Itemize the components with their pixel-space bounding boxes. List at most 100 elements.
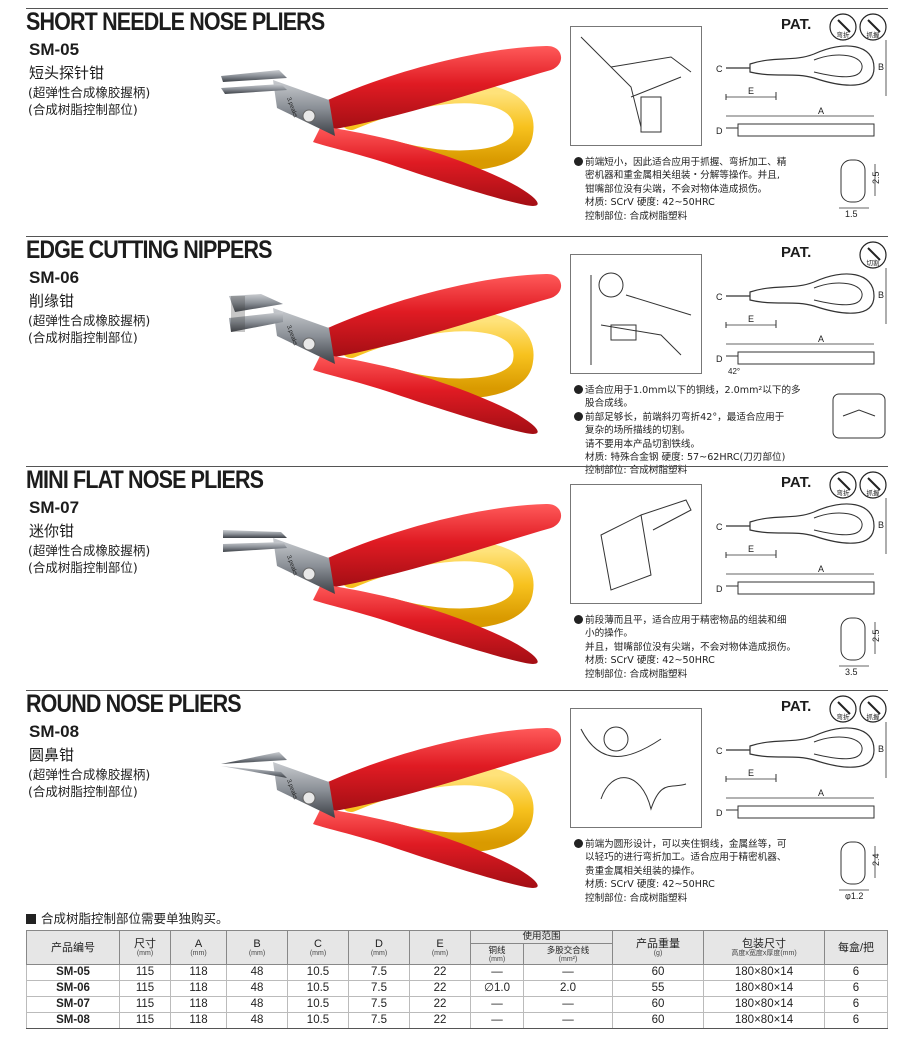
th-c: C(mm) — [287, 930, 349, 965]
table-cell: — — [470, 996, 524, 1013]
desc-line: 钳嘴部位没有尖端，不会对物体造成损伤。 — [585, 183, 768, 195]
patent-mark: PAT. — [781, 244, 812, 261]
usage-illustration — [570, 26, 702, 146]
table-cell: — — [523, 1012, 613, 1029]
feature-label: 弯折 — [837, 712, 851, 721]
table-cell: 6 — [824, 964, 888, 981]
dim-e-label: E — [748, 768, 754, 778]
dim-b-label: B — [878, 290, 884, 300]
tip-detail-diagram: 2.4 φ1.2 — [831, 838, 887, 901]
dim-b-label: B — [878, 744, 884, 754]
desc-line: 小的操作。 — [585, 628, 633, 640]
table-cell: 118 — [170, 996, 227, 1013]
table-cell: 2.0 — [523, 980, 613, 997]
table-cell: 6 — [824, 1012, 888, 1029]
bullet-icon — [574, 411, 583, 421]
feature-label: 抓握 — [867, 488, 881, 497]
desc-line: 前部足够长，前端斜刃弯折42°，最适合应用于 — [574, 411, 826, 424]
purchase-note: 合成树脂控制部位需要单独购买。 — [26, 908, 229, 927]
desc-line: 控制部位: 合成树脂塑料 — [585, 668, 688, 680]
th-e: E(mm) — [409, 930, 471, 965]
table-cell: 48 — [226, 996, 288, 1013]
material-note-2: (合成树脂控制部位) — [28, 560, 138, 575]
desc-line: 股合成线。 — [585, 398, 633, 410]
dim-a-label: A — [818, 334, 824, 344]
table-cell: 22 — [409, 996, 471, 1013]
product-section-sm-08: ROUND NOSE PLIERS SM-08 圆鼻钳 (超弹性合成橡胶握柄) … — [26, 690, 888, 910]
dim-d-label: D — [716, 126, 723, 136]
square-bullet-icon — [26, 914, 36, 924]
section-divider — [26, 466, 888, 467]
table-cell: — — [470, 1012, 524, 1029]
table-cell: ∅1.0 — [470, 980, 524, 997]
desc-line: 控制部位: 合成树脂塑料 — [585, 210, 688, 222]
table-cell: 22 — [409, 964, 471, 981]
usage-illustration — [570, 254, 702, 374]
th-package: 包装尺寸高度x宽度x厚度(mm) — [703, 930, 825, 965]
feature-label: 抓握 — [867, 30, 881, 39]
bullet-icon — [574, 157, 583, 166]
product-title: ROUND NOSE PLIERS — [26, 690, 242, 718]
desc-line: 控制部位: 合成树脂塑料 — [585, 892, 688, 904]
table-cell: 115 — [119, 964, 171, 981]
product-title: MINI FLAT NOSE PLIERS — [26, 466, 264, 494]
desc-line: 密机器和重金属相关组装・分解等操作。并且, — [585, 170, 780, 182]
table-cell: 6 — [824, 996, 888, 1013]
desc-line: 前段薄而且平，适合应用于精密物品的组装和细 — [574, 614, 826, 627]
feature-icons: 弯折抓握 — [826, 694, 888, 724]
th-b: B(mm) — [226, 930, 288, 965]
feature-icons: 切割 — [826, 240, 888, 270]
dim-b-label: B — [878, 520, 884, 530]
table-cell: 180×80×14 — [703, 1012, 825, 1029]
product-name-cn: 短头探针钳 — [29, 64, 105, 82]
table-cell: 55 — [612, 980, 704, 997]
product-name-cn: 削缘钳 — [29, 292, 75, 310]
material-note-2: (合成树脂控制部位) — [28, 102, 138, 117]
tip-detail-diagram: 2.5 3.5 — [831, 614, 887, 677]
product-description: 前端为圆形设计，可以夹住铜线，金属丝等，可以轻巧的进行弯折加工。适合应用于精密机… — [574, 838, 826, 905]
table-cell: 118 — [170, 980, 227, 997]
desc-line: 前端为圆形设计，可以夹住铜线，金属丝等，可 — [574, 838, 826, 851]
product-description: 前段薄而且平，适合应用于精密物品的组装和细小的操作。并且，钳嘴部位没有尖端，不会… — [574, 614, 826, 681]
product-title: SHORT NEEDLE NOSE PLIERS — [26, 8, 325, 36]
th-size: 尺寸(mm) — [119, 930, 171, 965]
dim-d-label: D — [716, 584, 723, 594]
dim-a-label: A — [818, 106, 824, 116]
tip-height: 2.5 — [871, 171, 881, 184]
model-number: SM-08 — [29, 722, 80, 741]
table-cell: 48 — [226, 1012, 288, 1029]
bullet-icon — [574, 839, 583, 848]
desc-line: 材质: SCrV 硬度: 42~50HRC — [585, 655, 715, 667]
table-cell: 10.5 — [287, 996, 349, 1013]
tip-width: 1.5 — [845, 209, 858, 218]
table-cell: 22 — [409, 980, 471, 997]
desc-line: 以轻巧的进行弯折加工。适合应用于精密机器、 — [585, 852, 787, 864]
model-number: SM-05 — [29, 40, 80, 59]
table-cell: — — [523, 996, 613, 1013]
usage-illustration — [570, 708, 702, 828]
material-note-1: (超弹性合成橡胶握柄) — [28, 543, 151, 558]
feature-label: 弯折 — [837, 488, 851, 497]
material-note-1: (超弹性合成橡胶握柄) — [28, 767, 151, 782]
dim-c-label: C — [716, 64, 723, 74]
patent-mark: PAT. — [781, 16, 812, 33]
desc-line: 并且，钳嘴部位没有尖端，不会对物体造成损伤。 — [585, 641, 797, 653]
tip-detail-diagram: 2.5 1.5 — [831, 156, 887, 219]
table-cell: 115 — [119, 996, 171, 1013]
table-cell: 60 — [612, 964, 704, 981]
bullet-icon — [574, 615, 583, 624]
bullet-icon — [574, 385, 583, 394]
table-cell: 10.5 — [287, 1012, 349, 1029]
product-section-sm-05: SHORT NEEDLE NOSE PLIERS SM-05 短头探针钳 (超弹… — [26, 8, 888, 228]
desc-line: 贵重金属相关组装的操作。 — [585, 865, 701, 877]
tip-width: φ1.2 — [845, 891, 863, 900]
product-description: 适合应用于1.0mm以下的铜线，2.0mm²以下的多股合成线。前部足够长，前端斜… — [574, 384, 826, 478]
table-cell: 48 — [226, 980, 288, 997]
patent-mark: PAT. — [781, 474, 812, 491]
desc-line: 前端短小，因此适合应用于抓握、弯折加工、精 — [574, 156, 826, 169]
table-cell: 60 — [612, 996, 704, 1013]
dim-a-label: A — [818, 564, 824, 574]
material-note-2: (合成树脂控制部位) — [28, 784, 138, 799]
feature-label: 弯折 — [837, 30, 851, 39]
